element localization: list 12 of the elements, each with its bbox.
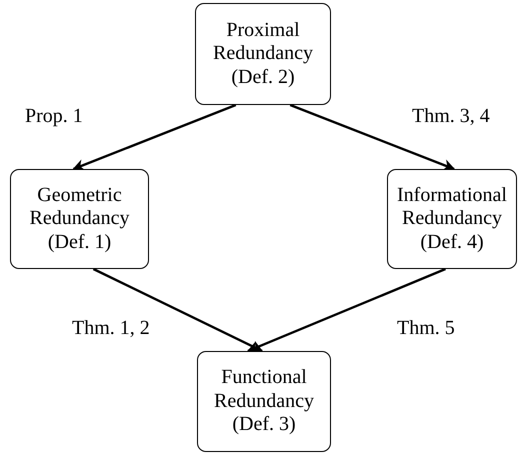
- definition-box: [195, 3, 331, 105]
- definition-box: [387, 169, 517, 269]
- arrow: [92, 268, 264, 352]
- node-text: Geometric Redundancy (Def. 1): [28, 184, 130, 254]
- arrow: [290, 104, 456, 171]
- arrow: [246, 268, 446, 352]
- node-text: Informational Redundancy (Def. 4): [396, 184, 508, 254]
- node-text: Proximal Redundancy (Def. 2): [212, 18, 314, 90]
- definition-box: [197, 351, 331, 452]
- node-text: Functional Redundancy (Def. 3): [213, 366, 315, 437]
- definition-box: [10, 169, 149, 269]
- arrow: [72, 104, 236, 171]
